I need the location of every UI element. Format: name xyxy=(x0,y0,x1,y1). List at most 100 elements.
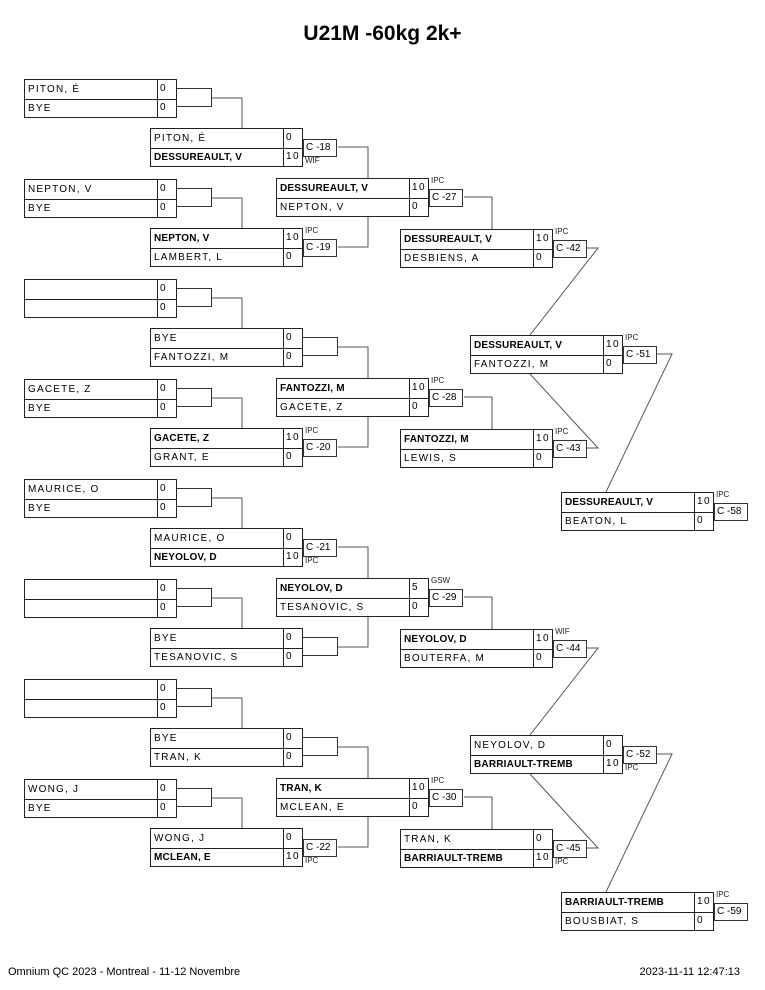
contest-number: C -44 xyxy=(553,640,587,658)
r2-to-r3-line xyxy=(338,746,369,778)
competitor-row[interactable]: 0 xyxy=(25,699,176,718)
competitor-row[interactable]: 0 xyxy=(25,680,176,700)
competitor-name: BYE xyxy=(154,733,178,744)
competitor-score: 10 xyxy=(409,379,428,398)
competitor-row[interactable]: 0 xyxy=(25,299,176,318)
competitor-row[interactable]: BYE 0 xyxy=(25,499,176,518)
result-code: WIF xyxy=(305,156,320,165)
competitor-name: NEYOLOV, D xyxy=(474,740,547,751)
competitor-score: 0 xyxy=(157,499,176,518)
competitor-name: DESSUREAULT, V xyxy=(280,183,369,194)
competitor-name: DESSUREAULT, V xyxy=(474,340,563,351)
competitor-row[interactable]: 0 xyxy=(25,580,176,600)
bracket-connector xyxy=(177,288,212,307)
competitor-name: BARRIAULT-TREMB xyxy=(404,853,503,864)
bracket-connector xyxy=(303,637,338,656)
competitor-row[interactable]: 0 xyxy=(25,280,176,300)
competitor-row[interactable]: 0 xyxy=(25,599,176,618)
r4-to-semi-line xyxy=(529,647,600,736)
r3-to-r4-line xyxy=(464,396,493,429)
competitor-score: 10 xyxy=(283,429,302,448)
competitor-name: BYE xyxy=(28,503,52,514)
